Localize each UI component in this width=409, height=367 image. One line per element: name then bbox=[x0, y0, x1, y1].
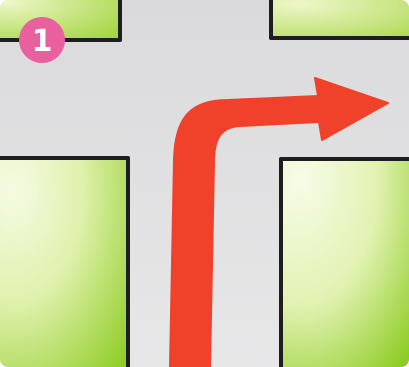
step-number: 1 bbox=[32, 24, 53, 59]
step-badge: 1 bbox=[19, 17, 65, 63]
grass-block-bottom-right bbox=[281, 160, 409, 367]
grass-block-top-right bbox=[271, 0, 409, 38]
grass-block-bottom-left bbox=[0, 160, 128, 367]
